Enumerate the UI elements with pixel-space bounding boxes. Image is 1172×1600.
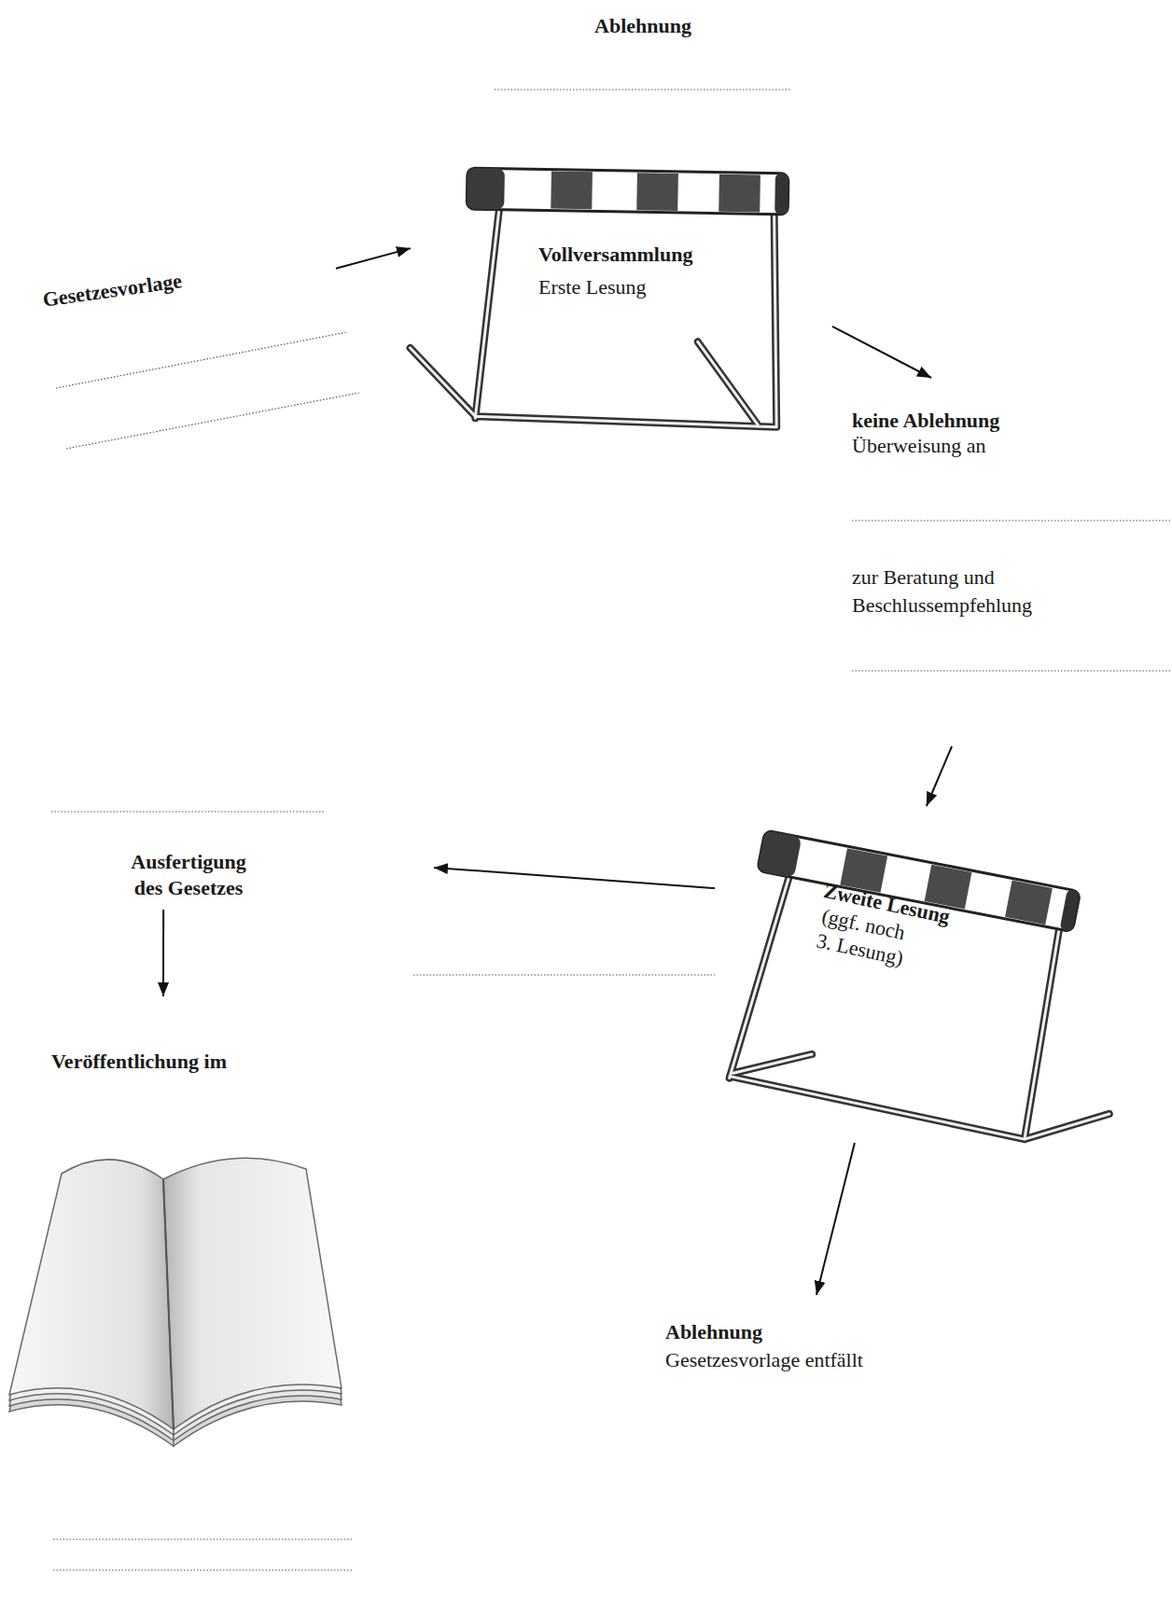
hurdle-stage: Zweite Lesung(ggf. noch 3. Lesung) bbox=[714, 806, 1172, 1144]
node-heading: Ablehnung bbox=[665, 1319, 763, 1346]
node-heading: keine Ablehnung bbox=[851, 407, 1000, 434]
flow-arrow bbox=[832, 326, 932, 378]
node-heading: Vollversammlung bbox=[538, 241, 693, 268]
outcome-label: AblehnungGesetzesvorlage entfällt bbox=[653, 1295, 1027, 1380]
hurdle-legs bbox=[728, 858, 1145, 1155]
book-right-page bbox=[163, 1158, 342, 1430]
hurdle-stripe bbox=[550, 171, 593, 210]
flow-arrow bbox=[162, 909, 165, 997]
blank-line bbox=[66, 392, 360, 449]
hurdle-stripe bbox=[636, 172, 679, 211]
hurdle-legs-highlight bbox=[408, 193, 781, 428]
hurdle-legs bbox=[408, 193, 781, 428]
node-heading: Ablehnung bbox=[494, 13, 792, 40]
outcome-label: Ablehnung bbox=[494, 9, 792, 43]
blank-lines bbox=[51, 89, 1172, 1571]
step-label: Veröffentlichung im bbox=[0, 996, 374, 1594]
hurdle-stripe bbox=[466, 167, 505, 210]
blank-line bbox=[53, 1569, 352, 1571]
hurdle-bar bbox=[757, 830, 1081, 933]
node-heading: Ausfertigung des Gesetzes bbox=[123, 849, 254, 902]
blank-line bbox=[51, 810, 325, 812]
blank-line bbox=[851, 519, 1172, 521]
hurdle-stripe bbox=[1004, 879, 1053, 925]
input-label: Gesetzesvorlage bbox=[37, 261, 336, 327]
blank-line bbox=[53, 1538, 352, 1540]
blank-line bbox=[494, 88, 792, 90]
step-label: Ausfertigung des Gesetzes bbox=[51, 830, 434, 910]
hurdle-bar bbox=[466, 167, 789, 215]
hurdle-illustration bbox=[716, 830, 1150, 1155]
node-heading: Gesetzesvorlage bbox=[41, 267, 184, 314]
hurdle-stripe bbox=[718, 174, 761, 213]
hurdle-stage: VollversammlungErste Lesung bbox=[410, 114, 833, 480]
node-text: Erste Lesung bbox=[538, 274, 646, 301]
book-spine bbox=[163, 1179, 174, 1430]
book-left-page bbox=[9, 1159, 174, 1430]
hurdle-stripe bbox=[774, 173, 789, 215]
hurdle-legs-highlight bbox=[728, 858, 1145, 1155]
book-illustration bbox=[9, 1158, 342, 1447]
blank-line bbox=[413, 974, 715, 976]
hurdle-stripe bbox=[1060, 889, 1081, 933]
outcome-label: keine AblehnungÜberweisung an zur Beratun… bbox=[851, 377, 1172, 747]
hurdle-illustration bbox=[408, 167, 789, 428]
blank-line bbox=[851, 669, 1172, 671]
node-text: zur Beratung und Beschlussempfehlung bbox=[851, 563, 1160, 620]
blank-line bbox=[55, 332, 348, 389]
hurdle-stripe bbox=[757, 830, 803, 879]
node-heading: Veröffentlichung im bbox=[51, 1048, 227, 1075]
flow-arrow bbox=[816, 1143, 855, 1296]
flow-arrow bbox=[433, 867, 715, 889]
node-text: Überweisung an bbox=[851, 432, 987, 460]
node-text: Gesetzesvorlage entfällt bbox=[665, 1347, 864, 1374]
flow-arrow bbox=[335, 248, 411, 269]
flow-arrow bbox=[926, 746, 952, 807]
